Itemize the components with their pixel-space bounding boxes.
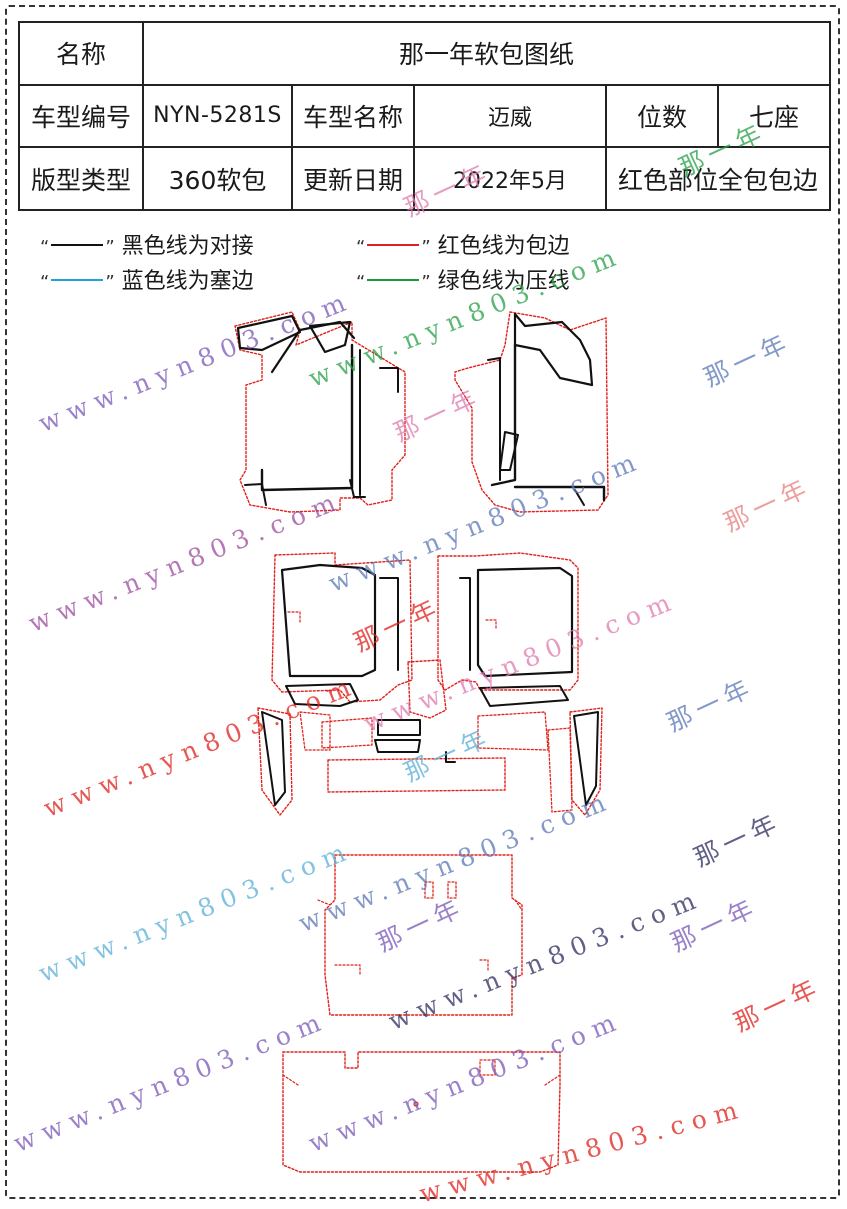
- pattern-type-value: 360软包: [142, 146, 293, 211]
- front-left-floor-piece: [234, 311, 406, 513]
- model-name-value: 迈威: [413, 83, 607, 149]
- note-value: 红色部位全包包边: [604, 146, 832, 211]
- page-border: [5, 5, 840, 1199]
- second-row-floor-pieces: [257, 552, 603, 816]
- seats-value: 七座: [716, 83, 832, 149]
- legend-black: “” 黑色线为对接: [40, 234, 254, 259]
- legend-green-label: 绿色线为压线: [437, 269, 570, 294]
- black-line-swatch: [51, 244, 104, 246]
- legend-green: “” 绿色线为压线: [356, 269, 570, 294]
- seats-label: 位数: [605, 83, 719, 149]
- pattern-type-label: 版型类型: [18, 146, 144, 211]
- model-code-value: NYN-5281S: [142, 83, 293, 149]
- table-row: 版型类型 360软包 更新日期 2022年5月 红色部位全包包边: [18, 146, 832, 211]
- green-line-swatch: [367, 279, 420, 281]
- legend-blue-label: 蓝色线为塞边: [121, 269, 254, 294]
- blue-line-swatch: [51, 279, 104, 281]
- legend-blue: “” 蓝色线为塞边: [40, 269, 254, 294]
- table-row: 名称 那一年软包图纸: [18, 21, 832, 86]
- model-name-label: 车型名称: [291, 83, 415, 149]
- name-label: 名称: [18, 21, 144, 86]
- legend-red-label: 红色线为包边: [437, 234, 570, 259]
- update-date-value: 2022年5月: [413, 146, 607, 211]
- legend-red: “” 红色线为包边: [356, 234, 570, 259]
- table-row: 车型编号 NYN-5281S 车型名称 迈威 位数 七座: [18, 83, 832, 149]
- legend-black-label: 黑色线为对接: [121, 234, 254, 259]
- model-code-label: 车型编号: [18, 83, 144, 149]
- third-row-floor-piece: [317, 854, 523, 1016]
- update-date-label: 更新日期: [291, 146, 415, 211]
- red-line-swatch: [367, 244, 420, 246]
- drawing-title: 那一年软包图纸: [141, 21, 832, 86]
- trunk-floor-piece: [282, 1051, 561, 1173]
- front-right-floor-piece: [454, 311, 609, 513]
- spec-table: 名称 那一年软包图纸 车型编号 NYN-5281S 车型名称 迈威 位数 七座 …: [18, 21, 832, 211]
